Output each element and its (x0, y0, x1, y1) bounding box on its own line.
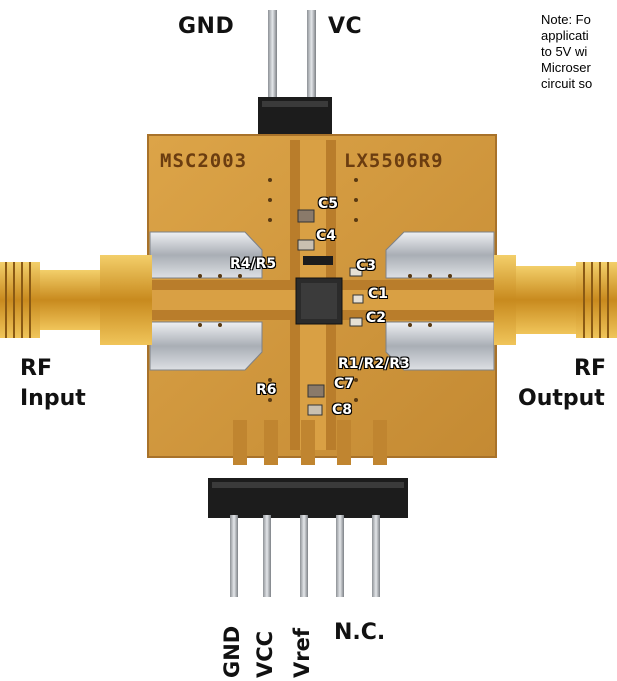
bottom-pin-vcc-label: VCC (253, 630, 277, 678)
note-line: Note: Fo (541, 12, 591, 27)
bottom-header (208, 478, 408, 597)
top-header (258, 10, 332, 139)
label-c4: C4 (316, 228, 337, 244)
label-r4r5: R4/R5 (230, 256, 277, 272)
label-c3: C3 (356, 258, 377, 274)
top-pin-vc-label: VC (328, 14, 363, 39)
label-c2: C2 (366, 310, 387, 326)
rf-input-label-line2: Input (20, 386, 86, 411)
silkscreen-left: MSC2003 (160, 150, 248, 172)
note-line: applicati (541, 28, 589, 43)
label-c7: C7 (334, 376, 355, 392)
note-line: Microser (541, 60, 591, 75)
rf-output-label-line2: Output (518, 386, 605, 411)
silkscreen-right: LX5506R9 (344, 150, 444, 172)
label-c8: C8 (332, 402, 353, 418)
top-pin-gnd-label: GND (178, 14, 235, 39)
rf-input-label-line1: RF (20, 356, 52, 381)
label-r1r2r3: R1/R2/R3 (338, 356, 410, 372)
label-c1: C1 (368, 286, 389, 302)
rf-input-connector (0, 255, 152, 345)
label-r6: R6 (256, 382, 277, 398)
bottom-pin-vref-label: Vref (290, 628, 314, 678)
rf-output-connector (494, 255, 617, 345)
bottom-pin-nc-label: N.C. (334, 620, 386, 645)
rf-output-label-line1: RF (574, 356, 606, 381)
note-text: Note: Fo applicati to 5V wi Microser cir… (541, 12, 617, 92)
label-c5: C5 (318, 196, 339, 212)
note-line: to 5V wi (541, 44, 588, 59)
pcb-board (147, 134, 497, 465)
bottom-pin-gnd-label: GND (220, 625, 244, 678)
note-line: circuit so (541, 76, 593, 91)
